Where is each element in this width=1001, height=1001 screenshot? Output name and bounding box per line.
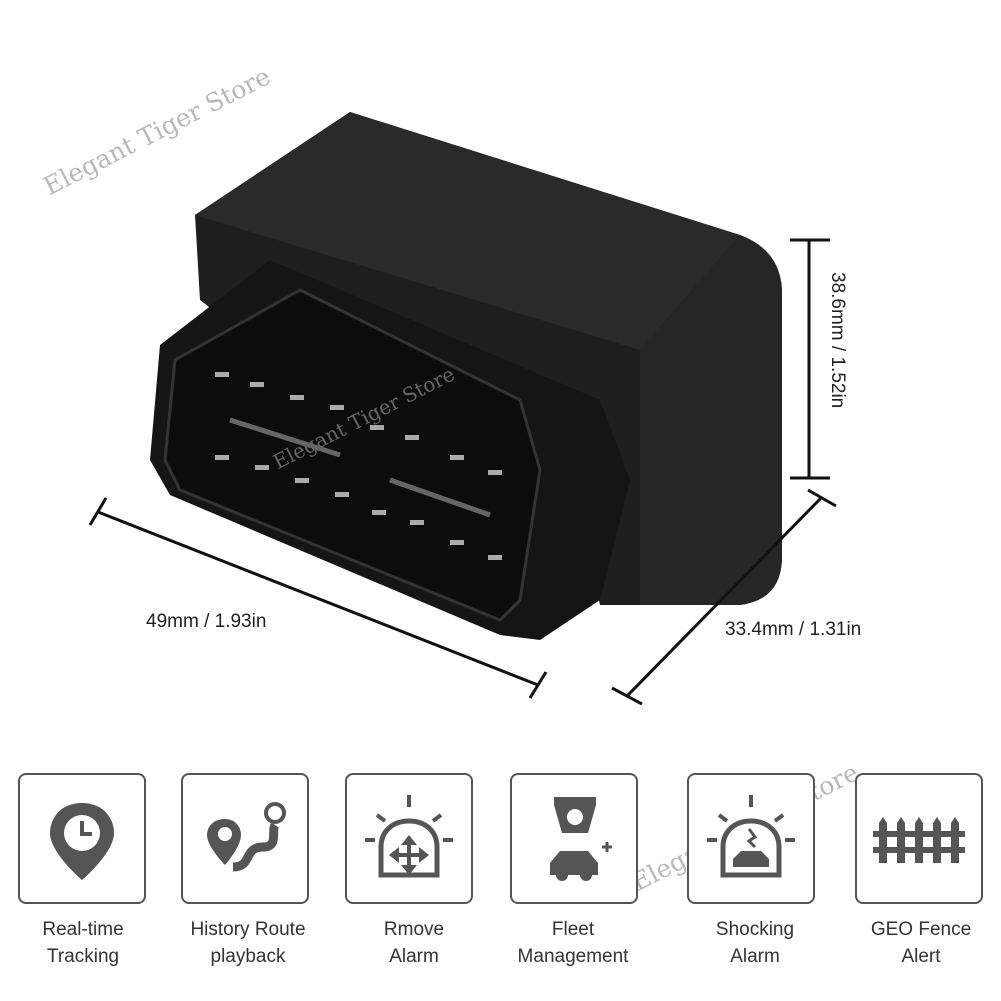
route-map-icon <box>207 802 286 872</box>
height-dimension-label: 38.6mm / 1.52in <box>827 272 848 409</box>
width-dimension-label: 33.4mm / 1.31in <box>725 619 862 640</box>
alarm-light-car-icon <box>707 795 795 878</box>
camera-car-icon <box>550 797 612 881</box>
feature-card-fleet-management <box>510 773 638 904</box>
alarm-light-move-icon <box>365 795 453 878</box>
feature-card-shocking-alarm <box>687 773 815 904</box>
length-dimension-label: 49mm / 1.93in <box>146 611 267 632</box>
feature-card-geo-fence <box>855 773 983 904</box>
location-clock-icon <box>50 803 114 880</box>
obd-device-image <box>88 112 837 706</box>
feature-card-history-route <box>181 773 309 904</box>
feature-card-real-time-tracking <box>18 773 146 904</box>
feature-card-remove-alarm <box>345 773 473 904</box>
fence-icon <box>873 817 965 863</box>
